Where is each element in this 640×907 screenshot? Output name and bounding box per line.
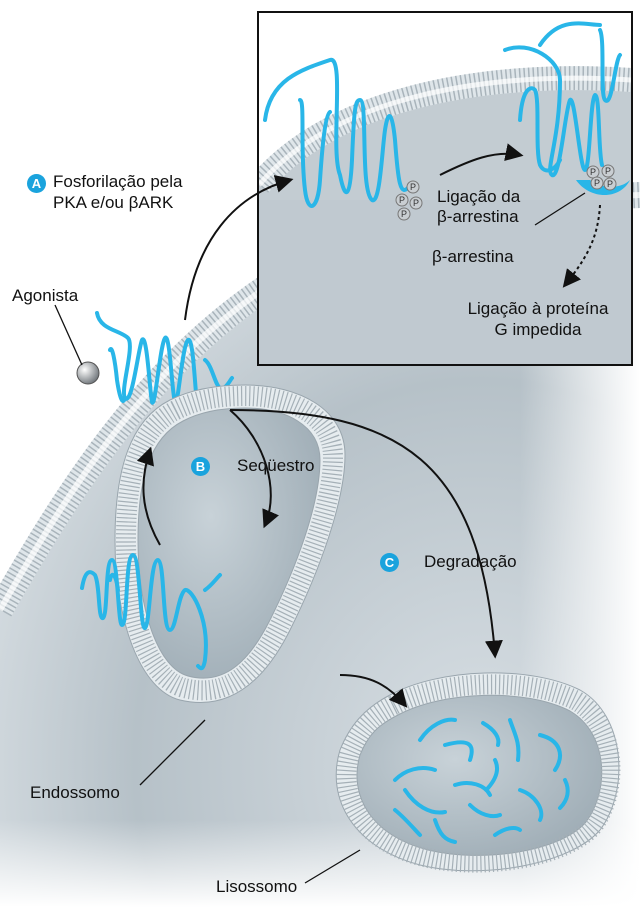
- step-a-label-line1: Fosforilação pela: [53, 171, 182, 192]
- endosome-label: Endossomo: [30, 782, 120, 803]
- step-a-label-line2: PKA e/ou βARK: [53, 192, 173, 213]
- blocked-label-line1: Ligação à proteína: [448, 298, 628, 319]
- agonist-leader: [55, 305, 82, 365]
- step-b-label: Seqüestro: [237, 455, 315, 476]
- svg-text:P: P: [605, 166, 611, 176]
- arrestin-label: β-arrestina: [432, 246, 514, 267]
- lysosome-label: Lisossomo: [216, 876, 297, 897]
- binding-label-line1: Ligação da: [437, 186, 520, 207]
- step-c-badge: C: [380, 553, 399, 572]
- blocked-label-line2: G impedida: [448, 319, 628, 340]
- svg-text:P: P: [399, 195, 405, 205]
- agonist-molecule: [77, 362, 99, 384]
- agonist-label: Agonista: [12, 285, 78, 306]
- svg-text:P: P: [607, 179, 613, 189]
- lysosome: [336, 673, 619, 871]
- svg-text:P: P: [413, 198, 419, 208]
- step-c-label: Degradação: [424, 551, 517, 572]
- binding-label-line2: β-arrestina: [437, 206, 519, 227]
- step-b-badge: B: [191, 457, 210, 476]
- svg-text:P: P: [590, 167, 596, 177]
- step-a-badge: A: [27, 174, 46, 193]
- svg-text:P: P: [594, 178, 600, 188]
- svg-text:P: P: [401, 209, 407, 219]
- svg-text:P: P: [410, 182, 416, 192]
